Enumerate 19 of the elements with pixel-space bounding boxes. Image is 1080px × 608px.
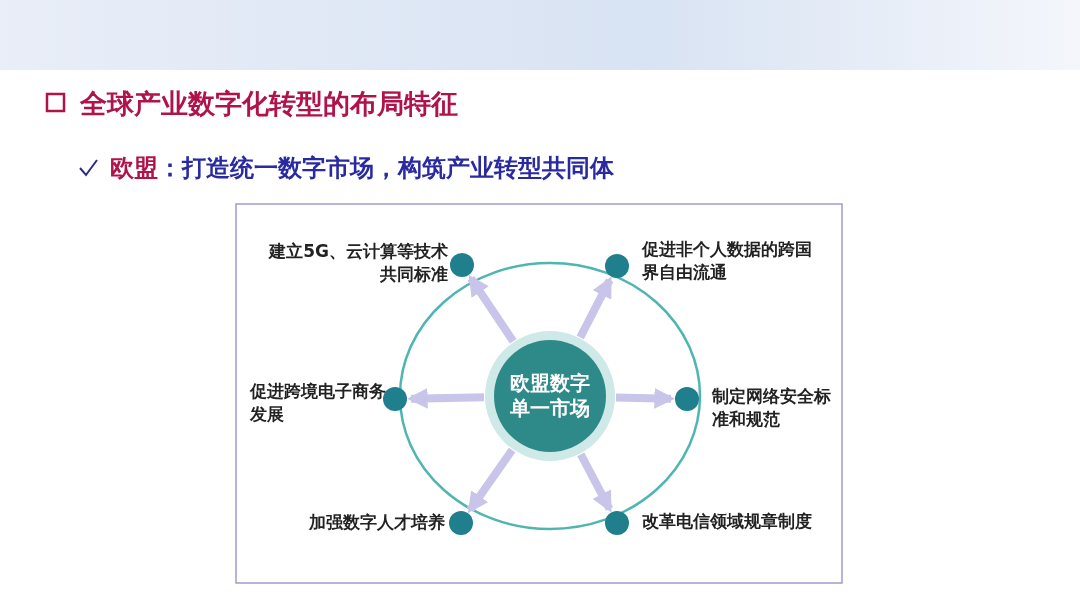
subtitle-text: ：打造统一数字市场，构筑产业转型共同体 [158,153,614,184]
arrow [577,452,614,513]
hub-label: 欧盟数字单一市场 [510,371,590,421]
circle-dot [605,511,629,535]
circle-dot [675,387,699,411]
circle-dot [449,511,473,535]
point-label: 改革电信领域规章制度 [642,510,812,533]
circle-dot [450,253,474,277]
arrow [467,274,517,344]
arrow [466,447,516,514]
subtitle-keyword: 欧盟 [110,153,158,184]
point-label: 促进非个人数据的跨国界自由流通 [642,238,813,284]
point-label: 加强数字人才培养 [308,511,445,534]
arrow [576,276,614,340]
point-label: 促进跨境电子商务发展 [250,380,387,426]
slide-title: 全球产业数字化转型的布局特征 [80,87,458,121]
circle-dot [605,254,629,278]
point-label: 建立5G、云计算等技术共同标准 [267,240,448,286]
point-label: 制定网络安全标准和规范 [712,385,832,431]
